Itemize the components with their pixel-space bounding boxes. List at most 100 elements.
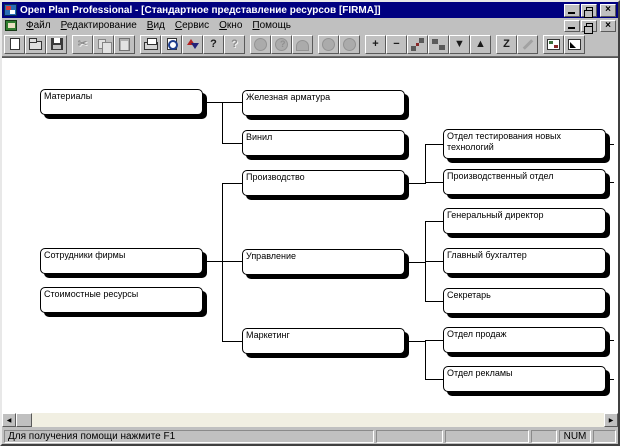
node-label: Сотрудники фирмы bbox=[44, 250, 126, 260]
circle-node-icon bbox=[322, 37, 335, 51]
node-circle-question-button[interactable]: ? bbox=[271, 34, 292, 54]
menu-edit[interactable]: Редактирование bbox=[60, 20, 137, 31]
connector-line bbox=[425, 261, 443, 262]
diagram-node[interactable]: Главный бухгалтер bbox=[443, 248, 606, 274]
diagram-node[interactable]: Винил bbox=[242, 130, 405, 156]
cut-button[interactable]: ✂ bbox=[72, 34, 93, 54]
move-down-button[interactable]: ▼ bbox=[449, 34, 470, 54]
status-panel bbox=[445, 430, 529, 443]
move-up-button[interactable]: ▲ bbox=[470, 34, 491, 54]
expand-view-button[interactable] bbox=[564, 34, 585, 54]
app-icon[interactable] bbox=[4, 4, 17, 16]
node-circle-2-button[interactable] bbox=[318, 34, 339, 54]
arch-node-icon bbox=[296, 39, 309, 51]
draw-button[interactable] bbox=[517, 34, 538, 54]
connector-line bbox=[609, 182, 614, 183]
toolbar: ✂ ? ? ? + − ▼ ▲ Z bbox=[2, 33, 618, 57]
zoom-button[interactable]: Z bbox=[496, 34, 517, 54]
node-label: Материалы bbox=[44, 91, 93, 101]
diagram-node[interactable]: Отдел тестирования новых технологий bbox=[443, 129, 606, 159]
expand-view-icon bbox=[568, 38, 581, 50]
printer-icon bbox=[143, 38, 158, 50]
diagram-node[interactable]: Стоимостные ресурсы bbox=[40, 287, 203, 313]
menu-help[interactable]: Помощь bbox=[252, 20, 292, 31]
num-lock-indicator: NUM bbox=[559, 430, 591, 443]
menu-file[interactable]: Файл bbox=[26, 20, 51, 31]
context-help-icon: ? bbox=[231, 37, 238, 50]
connector-line bbox=[425, 221, 443, 222]
node-label: Отдел рекламы bbox=[447, 368, 513, 378]
help-button[interactable]: ? bbox=[203, 34, 224, 54]
connector-line bbox=[207, 261, 242, 262]
context-help-button[interactable]: ? bbox=[224, 34, 245, 54]
exchange-arrows-icon bbox=[186, 38, 199, 50]
new-button[interactable] bbox=[4, 34, 25, 54]
connector-line bbox=[425, 340, 443, 341]
arrow-down-icon: ▼ bbox=[454, 37, 465, 50]
diagram-node[interactable]: Маркетинг bbox=[242, 328, 405, 354]
diagram-node[interactable]: Управление bbox=[242, 249, 405, 275]
minimize-button[interactable] bbox=[564, 3, 580, 17]
menu-view[interactable]: Вид bbox=[146, 20, 165, 31]
child-restore-button[interactable] bbox=[581, 19, 597, 34]
child-minimize-button[interactable] bbox=[564, 19, 580, 32]
node-label: Маркетинг bbox=[246, 330, 290, 340]
connector-line bbox=[409, 262, 425, 263]
diagram-node[interactable]: Отдел рекламы bbox=[443, 366, 606, 392]
document-icon[interactable] bbox=[5, 20, 17, 31]
add-node-button[interactable]: + bbox=[365, 34, 386, 54]
circle-question-icon: ? bbox=[275, 37, 288, 51]
horizontal-scrollbar[interactable]: ◀ ▶ bbox=[2, 413, 618, 427]
step-nodes-icon bbox=[432, 38, 445, 50]
diagram-node[interactable]: Материалы bbox=[40, 89, 203, 115]
exchange-button[interactable] bbox=[182, 34, 203, 54]
child-close-button[interactable]: × bbox=[600, 19, 616, 32]
close-button[interactable]: × bbox=[600, 3, 616, 17]
step-nodes-button[interactable] bbox=[428, 34, 449, 54]
menu-service[interactable]: Сервис bbox=[174, 20, 210, 31]
connector-line bbox=[425, 144, 426, 184]
fit-view-button[interactable] bbox=[543, 34, 564, 54]
connector-line bbox=[425, 340, 426, 380]
diagram-node[interactable]: Секретарь bbox=[443, 288, 606, 314]
node-label: Железная арматура bbox=[246, 92, 331, 102]
connector-line bbox=[207, 102, 242, 103]
scroll-left-button[interactable]: ◀ bbox=[2, 413, 16, 427]
print-button[interactable] bbox=[140, 34, 161, 54]
open-button[interactable] bbox=[25, 34, 46, 54]
remove-node-button[interactable]: − bbox=[386, 34, 407, 54]
status-panel bbox=[531, 430, 557, 443]
restore-icon bbox=[584, 22, 593, 34]
save-floppy-icon bbox=[50, 38, 63, 50]
fit-view-icon bbox=[547, 38, 560, 50]
connector-line bbox=[425, 379, 443, 380]
menu-window[interactable]: Окно bbox=[219, 20, 243, 31]
connector-line bbox=[609, 379, 614, 380]
menu-bar: Файл Редактирование Вид Сервис Окно Помо… bbox=[2, 18, 618, 34]
restore-button[interactable] bbox=[581, 3, 597, 18]
node-arch-button[interactable] bbox=[292, 34, 313, 54]
scroll-right-button[interactable]: ▶ bbox=[604, 413, 618, 427]
node-label: Отдел продаж bbox=[447, 329, 507, 339]
diagram-node[interactable]: Сотрудники фирмы bbox=[40, 248, 203, 274]
help-icon: ? bbox=[210, 37, 217, 50]
connector-line bbox=[409, 183, 425, 184]
copy-button[interactable] bbox=[93, 34, 114, 54]
scroll-track[interactable] bbox=[32, 413, 604, 427]
diagram-node[interactable]: Производство bbox=[242, 170, 405, 196]
diagram-node[interactable]: Железная арматура bbox=[242, 90, 405, 116]
node-circle-button[interactable] bbox=[250, 34, 271, 54]
diagram-node[interactable]: Отдел продаж bbox=[443, 327, 606, 353]
node-circle-3-button[interactable] bbox=[339, 34, 360, 54]
open-folder-icon bbox=[29, 38, 42, 50]
diagram-node[interactable]: Генеральный директор bbox=[443, 208, 606, 234]
scroll-thumb[interactable] bbox=[16, 413, 32, 427]
paste-button[interactable] bbox=[114, 34, 135, 54]
connector-line bbox=[425, 144, 443, 145]
save-button[interactable] bbox=[46, 34, 67, 54]
diagram-node[interactable]: Производственный отдел bbox=[443, 169, 606, 195]
link-nodes-button[interactable] bbox=[407, 34, 428, 54]
print-preview-button[interactable] bbox=[161, 34, 182, 54]
new-document-icon bbox=[9, 38, 20, 50]
diagram-canvas[interactable]: Материалы Сотрудники фирмы Стоимостные р… bbox=[2, 57, 618, 413]
